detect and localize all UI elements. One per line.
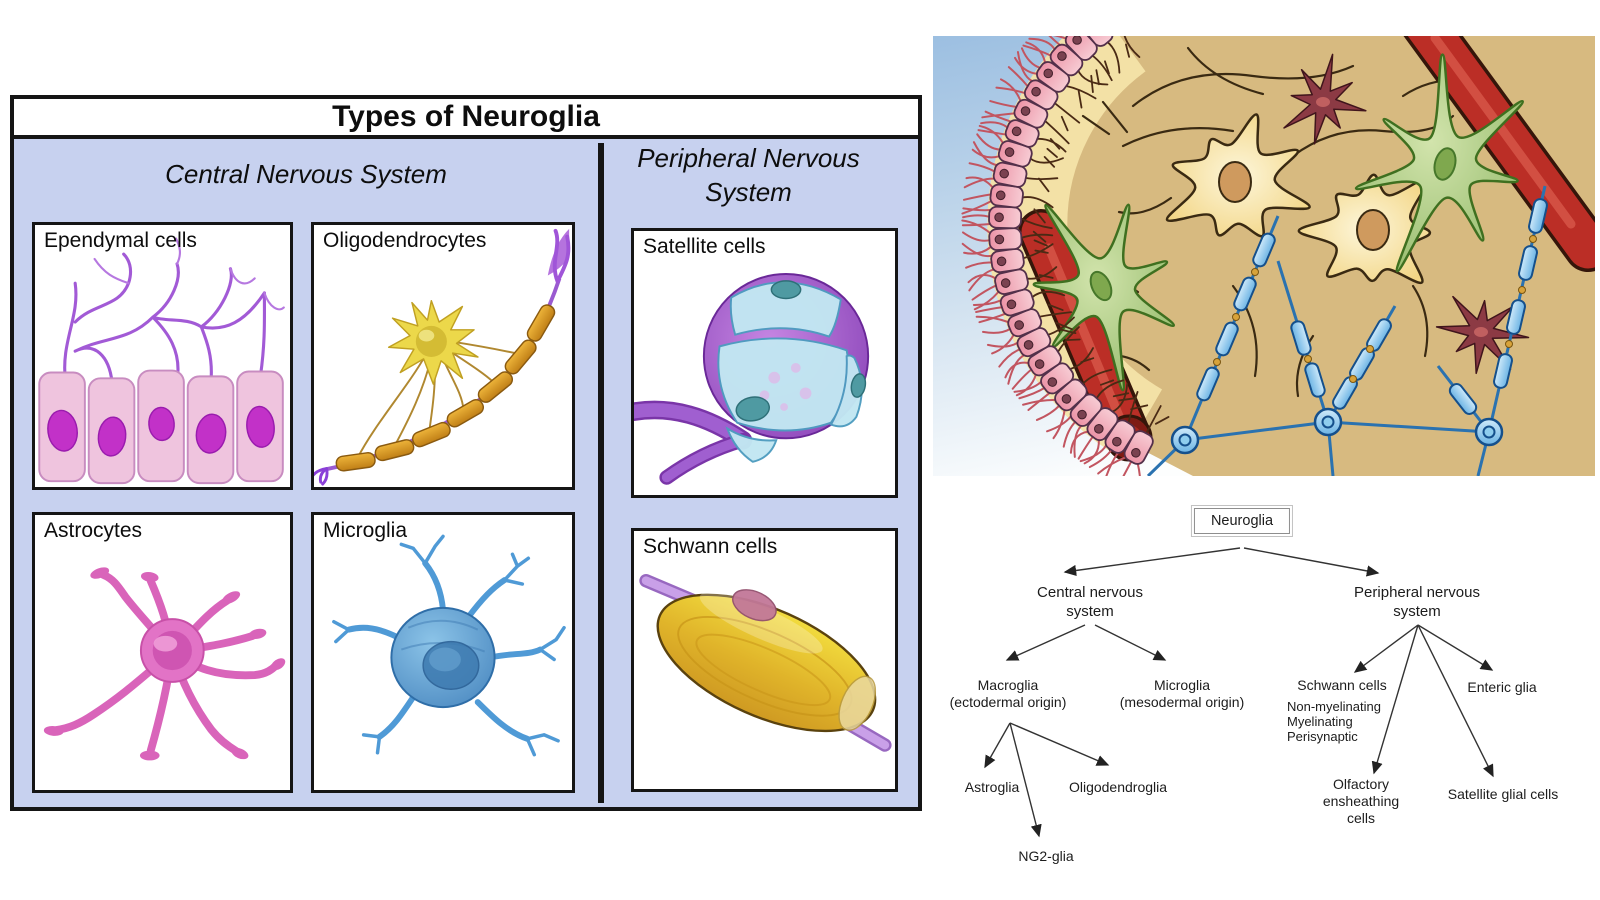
column-header-cns: Central Nervous System <box>165 159 447 189</box>
flow-node-microglia: Microglia (mesodermal origin) <box>1119 677 1245 710</box>
flow-node-schwann: Schwann cells <box>1297 677 1387 693</box>
flow-node-pns: Peripheral nervous system <box>1354 584 1480 620</box>
nervous-tissue-illustration <box>933 36 1595 476</box>
ependymal-cell-layer <box>961 36 1170 476</box>
cell-microglia: Microglia <box>311 512 575 793</box>
neuroglia-flowchart: Neuroglia Central nervous system Periphe… <box>915 480 1600 900</box>
microglia-illustration <box>332 534 566 757</box>
flow-node-ng2-glia: NG2-glia <box>1018 848 1074 864</box>
schwann-cell-illustration <box>639 574 892 752</box>
flow-node-macroglia: Macroglia (ectodermal origin) <box>949 677 1067 710</box>
cell-oligodendrocytes: Oligodendrocytes <box>311 222 575 490</box>
cell-label-microglia: Microglia <box>323 519 408 542</box>
satellite-cells-illustration <box>634 273 870 485</box>
cell-schwann: Schwann cells <box>631 528 898 792</box>
microglia-a <box>1283 53 1367 145</box>
nervous-tissue-art <box>933 36 1595 476</box>
flow-node-oligodendroglia: Oligodendroglia <box>1068 779 1168 795</box>
cell-astrocytes: Astrocytes <box>32 512 293 793</box>
cell-label-ependymal: Ependymal cells <box>44 229 197 252</box>
neuron-1 <box>1165 113 1311 238</box>
cell-label-astrocytes: Astrocytes <box>44 519 143 542</box>
flowchart-arrows <box>984 547 1494 838</box>
blood-vessel-right <box>1403 36 1595 272</box>
flow-node-olfactory-ensheathing: Olfactory ensheathing cells <box>1322 776 1400 826</box>
cell-ependymal: Ependymal cells <box>32 222 293 490</box>
oligodendrocyte-somas <box>1170 407 1504 455</box>
cell-label-schwann: Schwann cells <box>643 535 778 558</box>
flow-node-schwann-subtypes: Non-myelinating Myelinating Perisynaptic <box>1287 699 1381 744</box>
oligodendrocyte-myelin-network <box>1146 185 1548 476</box>
cell-label-satellite: Satellite cells <box>643 235 766 258</box>
column-header-pns: Peripheral Nervous System <box>637 143 860 207</box>
astrocyte-right <box>1354 53 1524 273</box>
flow-node-astroglia: Astroglia <box>964 779 1020 795</box>
ependymal-cells-illustration <box>38 237 285 485</box>
cell-label-oligodendrocytes: Oligodendrocytes <box>323 229 487 252</box>
cell-satellite: Satellite cells <box>631 228 898 498</box>
microglia-b <box>1435 295 1530 375</box>
types-of-neuroglia-figure: Types of Neuroglia Central Nervous Syste… <box>10 95 922 811</box>
astrocyte-left <box>1032 203 1175 392</box>
oligodendrocyte-illustration <box>314 228 571 486</box>
flow-node-neuroglia: Neuroglia <box>1193 508 1291 534</box>
figure-title: Types of Neuroglia <box>14 99 918 139</box>
flow-node-enteric-glia: Enteric glia <box>1467 679 1537 695</box>
astrocyte-illustration <box>43 567 286 761</box>
flow-node-satellite-glial: Satellite glial cells <box>1447 786 1559 802</box>
column-divider <box>598 143 604 803</box>
flow-node-cns: Central nervous system <box>1037 584 1143 620</box>
